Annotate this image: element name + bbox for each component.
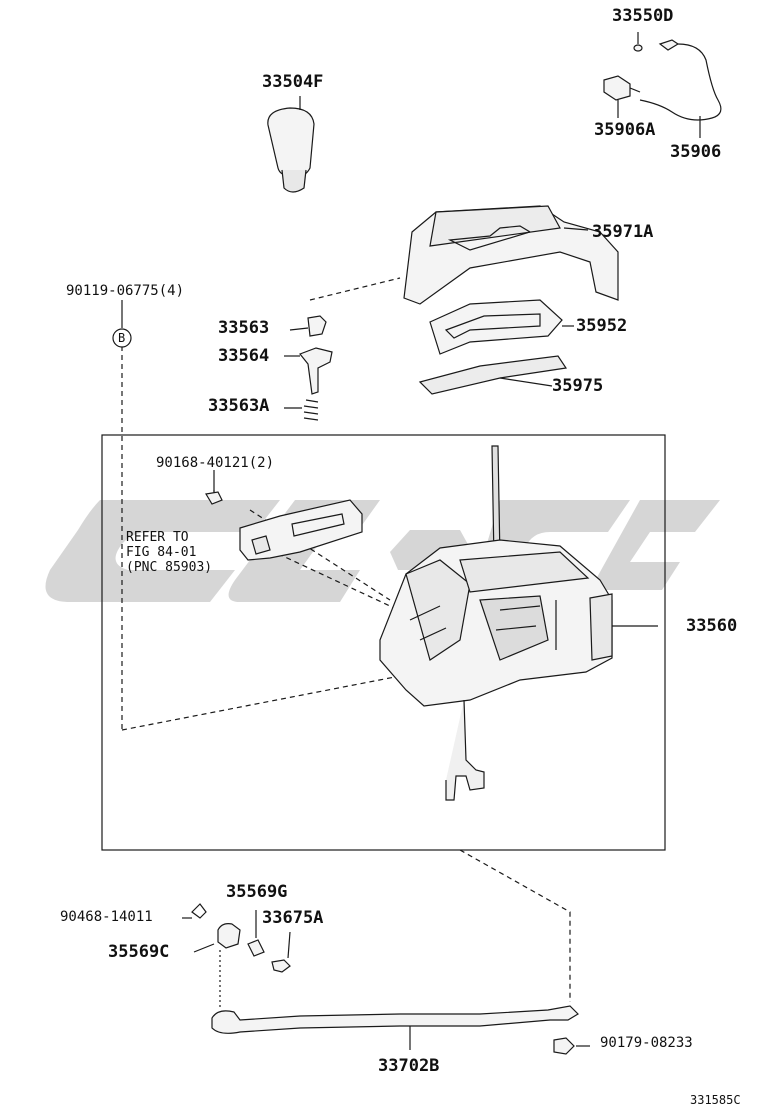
- reference-b-circle: [112, 328, 132, 348]
- reference-b-label: B: [118, 331, 126, 345]
- refer-note-line1: REFER TO: [126, 530, 189, 545]
- part-label-33702B: 33702B: [378, 1056, 440, 1076]
- part-label-35952: 35952: [576, 316, 628, 336]
- part-label-35906A: 35906A: [594, 120, 656, 140]
- part-label-35971A: 35971A: [592, 222, 654, 242]
- part-label-33675A: 33675A: [262, 908, 324, 928]
- assembly-box: [101, 434, 666, 851]
- part-label-33563: 33563: [218, 318, 270, 338]
- figure-code: 331585C: [690, 1093, 741, 1107]
- part-label-33563A: 33563A: [208, 396, 270, 416]
- part-label-33504F: 33504F: [262, 72, 324, 92]
- part-label-33560: 33560: [686, 616, 738, 636]
- refer-note-line2: FIG 84-01: [126, 545, 197, 560]
- part-label-90168-40121: 90168-40121(2): [156, 455, 275, 471]
- refer-note: REFER TO FIG 84-01 (PNC 85903): [126, 530, 212, 575]
- part-label-90468-14011: 90468-14011: [60, 909, 153, 925]
- refer-note-line3: (PNC 85903): [126, 560, 213, 575]
- part-label-33550D: 33550D: [612, 6, 674, 26]
- part-label-90119-06775: 90119-06775(4): [66, 283, 185, 299]
- part-label-35906: 35906: [670, 142, 722, 162]
- part-label-35975: 35975: [552, 376, 604, 396]
- part-label-35569G: 35569G: [226, 882, 288, 902]
- part-label-90179-08233: 90179-08233: [600, 1035, 693, 1051]
- part-label-35569C: 35569C: [108, 942, 170, 962]
- part-label-33564: 33564: [218, 346, 270, 366]
